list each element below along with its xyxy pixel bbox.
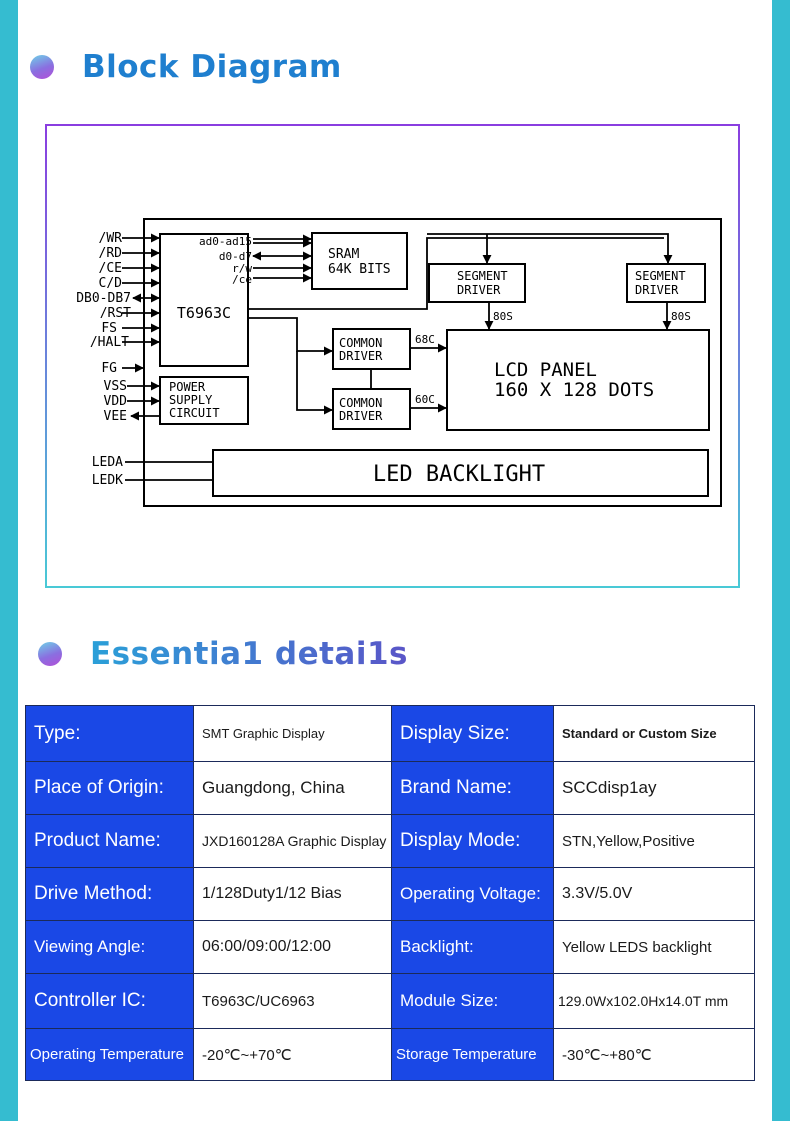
- left-border-strip: [0, 0, 18, 1121]
- spec-value: Standard or Custom Size: [553, 705, 755, 762]
- spec-value: STN,Yellow,Positive: [553, 814, 755, 868]
- spec-label: Drive Method:: [25, 867, 194, 921]
- pin-db: DB0-DB7: [76, 291, 131, 306]
- spec-value: -30℃~+80℃: [553, 1028, 755, 1081]
- table-row: Type: SMT Graphic Display Display Size: …: [25, 705, 755, 762]
- spec-value: Yellow LEDS backlight: [553, 920, 755, 974]
- segment-right-line2: DRIVER: [635, 283, 679, 297]
- sram-label: SRAM: [328, 247, 359, 262]
- bus-address: ad0-ad15: [199, 235, 252, 248]
- spec-value: 3.3V/5.0V: [553, 867, 755, 921]
- backlight-block: [212, 449, 709, 497]
- spec-label: Operating Temperature: [25, 1028, 194, 1081]
- spec-value: -20℃~+70℃: [193, 1028, 392, 1081]
- pin-leda: LEDA: [92, 455, 123, 470]
- module-outline: [143, 218, 722, 507]
- controller-block: [159, 233, 249, 367]
- spec-value: SCCdisp1ay: [553, 761, 755, 815]
- spec-label: Product Name:: [25, 814, 194, 868]
- common-bottom-line2: DRIVER: [339, 409, 383, 423]
- spec-value: 129.0Wx102.0Hx14.0T mm: [553, 973, 755, 1029]
- common-top-line2: DRIVER: [339, 349, 383, 363]
- power-line1: POWER: [169, 380, 206, 394]
- bullet-dot-icon: [38, 642, 62, 666]
- pin-vee: VEE: [104, 409, 127, 424]
- spec-label: Place of Origin:: [25, 761, 194, 815]
- segment-driver-right: [626, 263, 706, 303]
- table-row: Controller IC: T6963C/UC6963 Module Size…: [25, 973, 755, 1029]
- bus-data: d0-d7: [219, 250, 252, 263]
- pin-rd: /RD: [99, 246, 123, 261]
- spec-value: 1/128Duty1/12 Bias: [193, 867, 392, 921]
- table-row: Drive Method: 1/128Duty1/12 Bias Operati…: [25, 867, 755, 921]
- essential-details-header: Essentia1 detai1s: [38, 632, 408, 676]
- pin-fs: FS: [101, 321, 117, 336]
- table-row: Product Name: JXD160128A Graphic Display…: [25, 814, 755, 868]
- pin-vss: VSS: [104, 379, 127, 394]
- spec-label: Controller IC:: [25, 973, 194, 1029]
- spec-value: T6963C/UC6963: [193, 973, 392, 1029]
- common-top-line1: COMMON: [339, 336, 382, 350]
- segment-driver-left: [428, 263, 526, 303]
- segment-left-line1: SEGMENT: [457, 269, 508, 283]
- power-line2: SUPPLY: [169, 393, 213, 407]
- seg-out-right: 80S: [671, 310, 691, 323]
- spec-label: Display Size:: [391, 705, 554, 762]
- pin-halt: /HALT: [90, 335, 129, 350]
- spec-label: Storage Temperature: [391, 1028, 554, 1081]
- spec-label: Display Mode:: [391, 814, 554, 868]
- table-row: Viewing Angle: 06:00/09:00/12:00 Backlig…: [25, 920, 755, 974]
- spec-label: Viewing Angle:: [25, 920, 194, 974]
- sram-size: 64K BITS: [328, 262, 391, 277]
- table-row: Operating Temperature -20℃~+70℃ Storage …: [25, 1028, 755, 1081]
- pin-wr: /WR: [99, 231, 123, 246]
- bullet-dot-icon: [30, 55, 54, 79]
- com-out-bottom: 60C: [415, 393, 435, 406]
- block-diagram: /WR /RD /CE C/D DB0-DB7 /RST FS /HALT FG…: [76, 218, 722, 507]
- power-line3: CIRCUIT: [169, 406, 220, 420]
- controller-label: T6963C: [177, 304, 231, 322]
- block-diagram-header: Block Diagram: [30, 45, 342, 89]
- bus-rw: r/w: [232, 262, 252, 275]
- spec-value: SMT Graphic Display: [193, 705, 392, 762]
- pin-rst: /RST: [100, 306, 131, 321]
- lcd-panel-size: 160 X 128 DOTS: [494, 379, 654, 401]
- segment-left-line2: DRIVER: [457, 283, 501, 297]
- backlight-label: LED BACKLIGHT: [373, 462, 545, 487]
- spec-label: Module Size:: [391, 973, 554, 1029]
- pin-vdd: VDD: [104, 394, 128, 409]
- spec-value: Guangdong, China: [193, 761, 392, 815]
- lcd-panel-block: [446, 329, 710, 431]
- lcd-panel-label: LCD PANEL: [494, 359, 597, 381]
- seg-out-left: 80S: [493, 310, 513, 323]
- pin-cd: C/D: [99, 276, 123, 291]
- block-diagram-frame: /WR /RD /CE C/D DB0-DB7 /RST FS /HALT FG…: [45, 124, 740, 588]
- spec-label: Operating Voltage:: [391, 867, 554, 921]
- bus-ce: /ce: [232, 273, 252, 286]
- right-border-strip: [772, 0, 790, 1121]
- spec-value: JXD160128A Graphic Display: [193, 814, 392, 868]
- block-diagram-title: Block Diagram: [82, 49, 342, 85]
- details-table: Type: SMT Graphic Display Display Size: …: [25, 705, 755, 1081]
- pin-ledk: LEDK: [92, 473, 123, 488]
- table-row: Place of Origin: Guangdong, China Brand …: [25, 761, 755, 815]
- spec-label: Backlight:: [391, 920, 554, 974]
- power-block: [159, 376, 249, 425]
- pin-ce: /CE: [99, 261, 122, 276]
- common-bottom-line1: COMMON: [339, 396, 382, 410]
- essential-details-title: Essentia1 detai1s: [90, 636, 409, 672]
- spec-label: Brand Name:: [391, 761, 554, 815]
- com-out-top: 68C: [415, 333, 435, 346]
- sram-block: [311, 232, 408, 290]
- segment-right-line1: SEGMENT: [635, 269, 686, 283]
- spec-value: 06:00/09:00/12:00: [193, 920, 392, 974]
- spec-label: Type:: [25, 705, 194, 762]
- pin-fg: FG: [101, 361, 117, 376]
